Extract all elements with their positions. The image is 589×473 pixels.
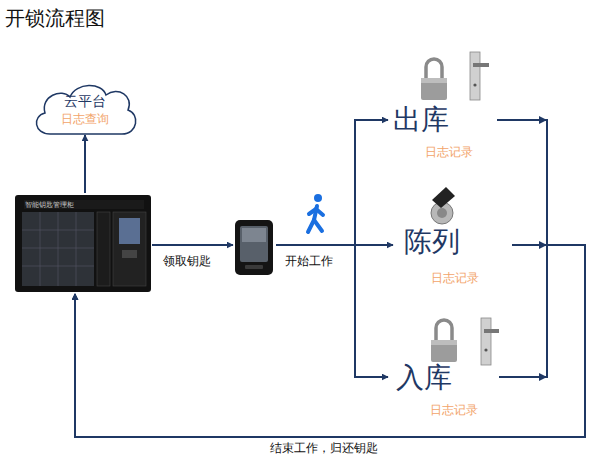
process-node: 陈列日志记录 [395,226,510,288]
electronic-key [235,220,273,275]
process-node: 入库日志记录 [390,362,497,420]
walking-person [308,194,323,232]
flow-arrow [75,245,585,437]
node-note: 日志记录 [431,272,479,284]
diagram-title: 开锁流程图 [5,8,105,28]
flow-arrow [152,244,233,246]
merge-arrowheads [539,116,547,381]
node-label: 云平台 [30,94,140,108]
cloud-node: 云平台日志查询 [30,80,140,138]
door-handle-icon [470,52,489,100]
node-note: 日志记录 [430,404,478,416]
edge-label: 结束工作，归还钥匙 [270,442,378,454]
door-handle-icon [481,318,499,365]
edge-label: 领取钥匙 [163,255,211,267]
node-label: 出库 [393,106,449,134]
node-note: 日志记录 [425,146,473,158]
cloud-shape [36,85,135,134]
flow-arrow [276,120,388,245]
flow-arrow [276,245,388,377]
flow-arrow [276,244,393,246]
key-cabinet [15,195,151,292]
flow-arrow [75,245,585,437]
cloud-outline [30,80,140,138]
edge-label: 开始工作 [285,255,333,267]
key-node [234,219,274,276]
cabinet-node: 智能钥匙管理柜 [15,193,152,293]
cabinet-lock-icon [431,187,455,224]
process-node: 出库日志记录 [390,104,495,162]
node-label: 智能钥匙管理柜 [25,202,74,209]
padlock-icon [431,320,457,362]
flow-arrow [75,120,585,437]
node-label: 陈列 [404,228,460,256]
node-label: 入库 [396,364,452,392]
flow-arrow [84,135,86,193]
padlock-icon [421,59,447,100]
node-note: 日志查询 [30,113,140,125]
